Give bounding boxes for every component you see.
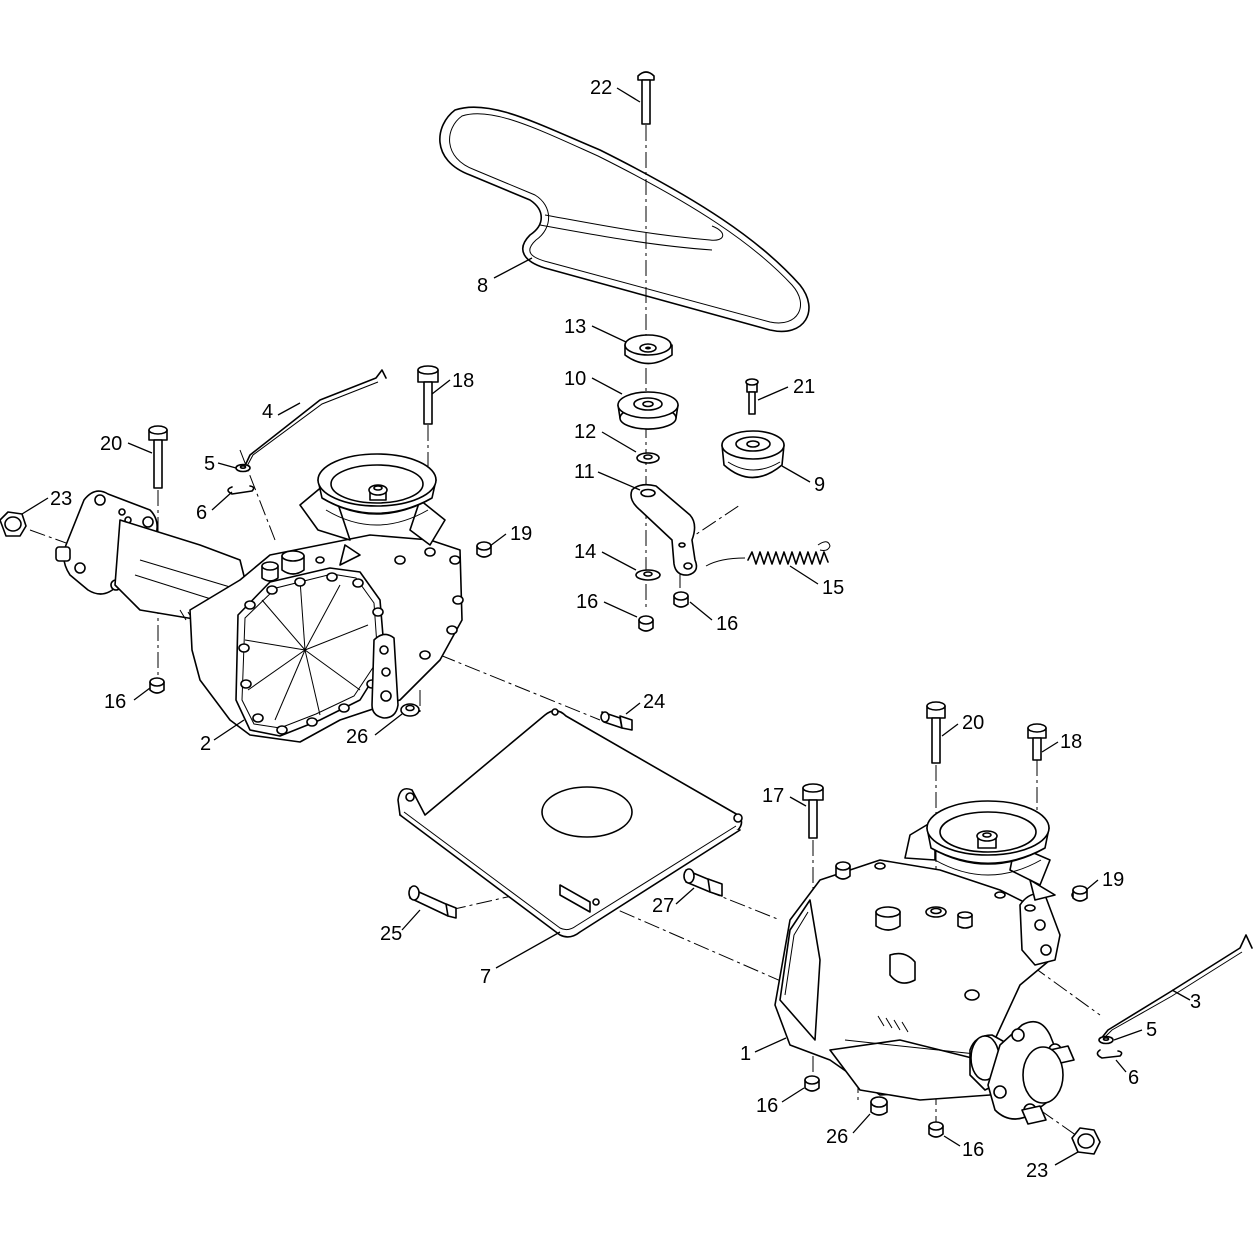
- callout-10: 10: [564, 368, 586, 390]
- callout-18-right: 18: [1060, 731, 1082, 753]
- callout-6-left: 6: [196, 502, 207, 524]
- callout-16-top-left: 16: [576, 591, 598, 613]
- bolt-17: [802, 783, 824, 839]
- idler-pulley-9: [721, 430, 785, 479]
- callout-16-right-b: 16: [962, 1139, 984, 1161]
- pin-27: [683, 868, 723, 897]
- callout-5-right: 5: [1146, 1019, 1157, 1041]
- callout-23-left: 23: [50, 488, 72, 510]
- bolt-20-right: [926, 701, 946, 764]
- nut-near-17: [835, 861, 851, 880]
- callout-19-left: 19: [510, 523, 532, 545]
- pulley-13: [624, 334, 673, 365]
- callout-5-left: 5: [204, 453, 215, 475]
- bolt-20-left: [148, 425, 168, 489]
- transaxle-1-right: [774, 800, 1085, 1125]
- pin-25: [408, 885, 457, 919]
- callout-8: 8: [477, 275, 488, 297]
- control-rod-4: [242, 369, 387, 471]
- nut-16-top-right: [673, 591, 689, 608]
- callout-22: 22: [590, 77, 612, 99]
- callout-2: 2: [200, 733, 211, 755]
- callout-21: 21: [793, 376, 815, 398]
- callout-18-top: 18: [452, 370, 474, 392]
- callout-labels: 22 8 13 10 21 12 9 11 14 15 16 16 4 18 2…: [50, 77, 1201, 1182]
- callout-6-right: 6: [1128, 1067, 1139, 1089]
- control-rod-3: [1099, 934, 1253, 1041]
- callout-25: 25: [380, 923, 402, 945]
- bolt-21: [745, 378, 759, 415]
- nut-19-right: [1072, 885, 1088, 902]
- washer-5-left: [235, 463, 251, 473]
- nut-16-right-a: [804, 1075, 820, 1092]
- callout-16-top-right: 16: [716, 613, 738, 635]
- hairpin-6-left: [227, 485, 255, 495]
- transaxle-2-left: [55, 453, 464, 743]
- callout-26-left: 26: [346, 726, 368, 748]
- mounting-bracket-7: [397, 708, 743, 938]
- callout-15: 15: [822, 577, 844, 599]
- pulley-10: [617, 391, 679, 430]
- callout-14: 14: [574, 541, 596, 563]
- idler-arm-11: [630, 483, 698, 576]
- callout-3: 3: [1190, 991, 1201, 1013]
- callout-27: 27: [652, 895, 674, 917]
- bolt-22: [637, 71, 655, 125]
- leader-lines: [21, 87, 1191, 1166]
- nut-26-left: [400, 703, 420, 717]
- callout-20-right: 20: [962, 712, 984, 734]
- nut-26-right: [870, 1096, 888, 1116]
- callout-11: 11: [574, 461, 595, 483]
- nut-16-top-left: [638, 615, 654, 632]
- lug-nut-23-right: [1071, 1127, 1101, 1155]
- spacer-12: [636, 452, 660, 464]
- callout-16-right-a: 16: [756, 1095, 778, 1117]
- callout-16-left: 16: [104, 691, 126, 713]
- bolt-18-top: [417, 365, 439, 425]
- nut-16-left: [149, 677, 165, 694]
- nut-16-right-b: [928, 1121, 944, 1138]
- callout-4: 4: [262, 401, 273, 423]
- callout-20-left: 20: [100, 433, 122, 455]
- callout-13: 13: [564, 316, 586, 338]
- callout-1: 1: [740, 1043, 751, 1065]
- lug-nut-23-left: [0, 511, 27, 537]
- extension-spring-15: [705, 541, 831, 567]
- washer-14: [635, 569, 661, 581]
- hairpin-6-right: [1096, 1049, 1123, 1059]
- drive-belt-8: [439, 106, 810, 333]
- callout-12: 12: [574, 421, 596, 443]
- callout-26-right: 26: [826, 1126, 848, 1148]
- pin-24: [600, 711, 633, 731]
- callout-24: 24: [643, 691, 665, 713]
- callout-7: 7: [480, 966, 491, 988]
- washer-5-right: [1098, 1035, 1114, 1045]
- callout-9: 9: [814, 474, 825, 496]
- callout-17: 17: [762, 785, 784, 807]
- nut-19-left: [476, 541, 492, 558]
- callout-23-right: 23: [1026, 1160, 1048, 1182]
- callout-19-right: 19: [1102, 869, 1124, 891]
- bolt-18-right: [1027, 723, 1047, 761]
